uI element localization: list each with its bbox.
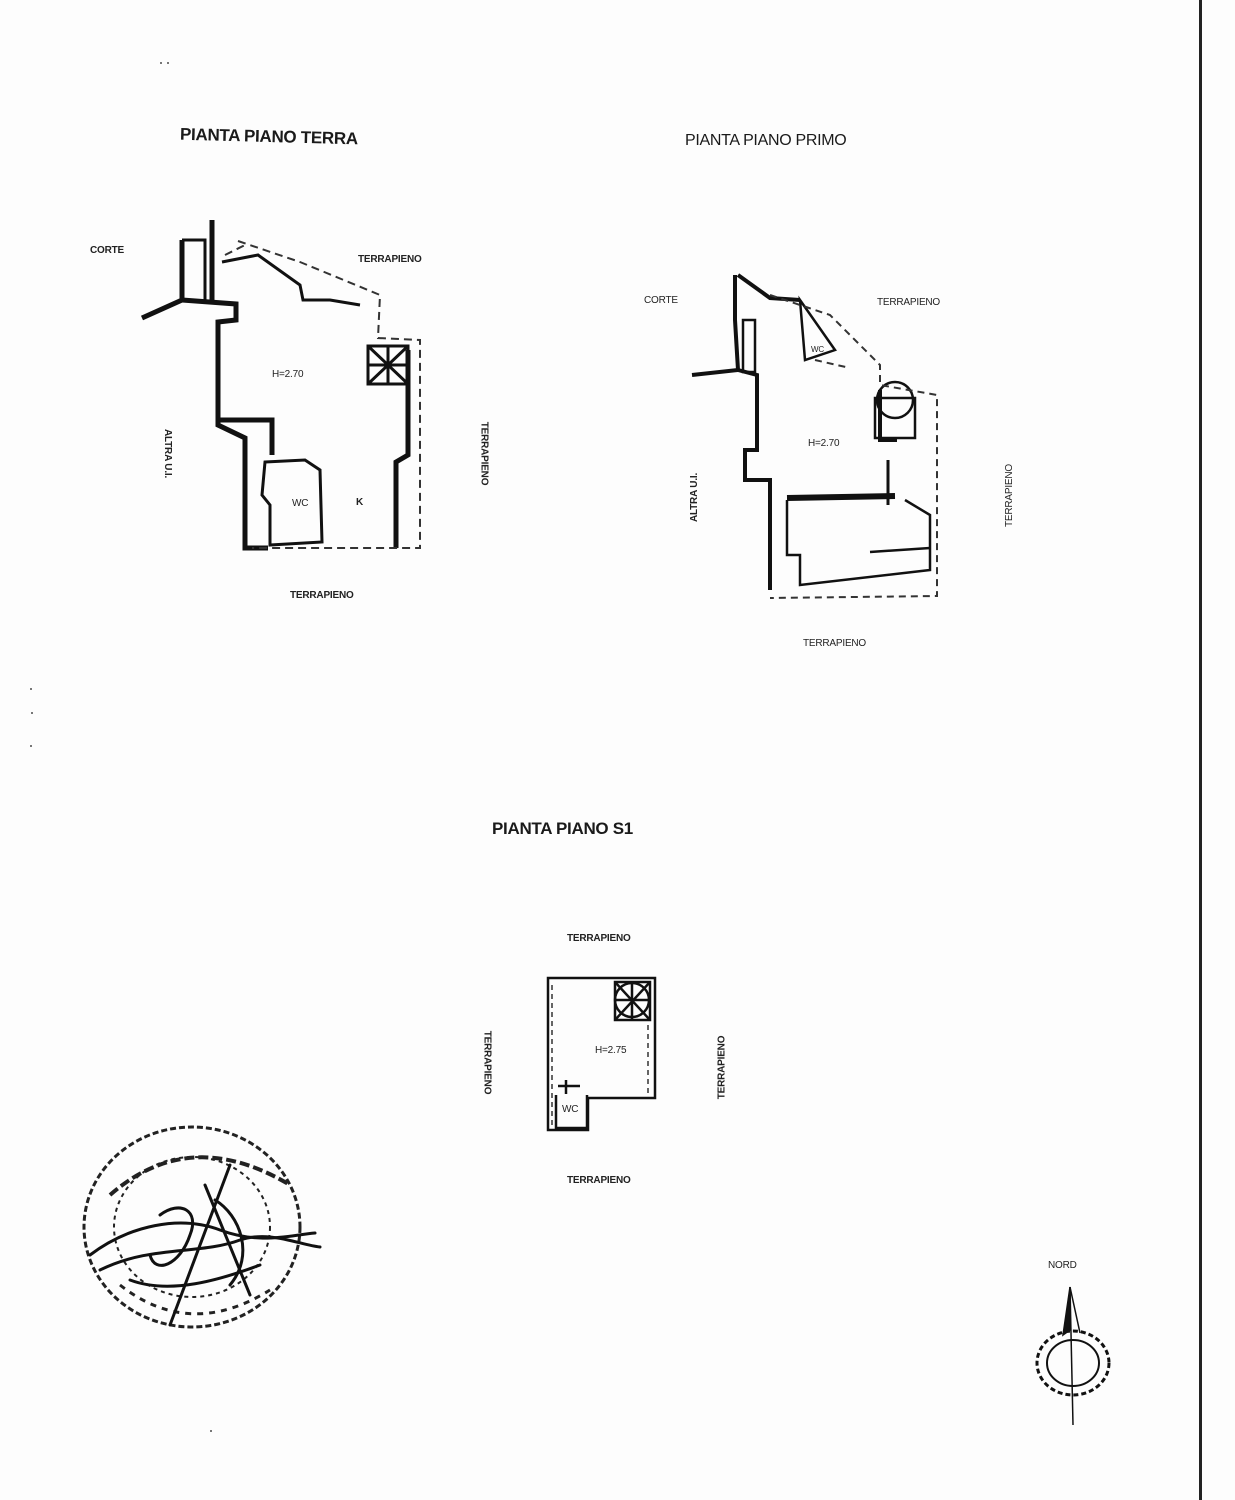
north-arrow bbox=[1035, 1286, 1111, 1426]
terra-label-terrapieno-bottom: TERRAPIENO bbox=[290, 590, 354, 601]
terra-top-room bbox=[182, 238, 207, 300]
scan-speck bbox=[167, 62, 169, 64]
primo-label-corte: CORTE bbox=[644, 295, 678, 306]
terra-label-corte: CORTE bbox=[90, 245, 125, 256]
primo-label-height: H=2.70 bbox=[808, 438, 840, 449]
primo-stair-box bbox=[873, 396, 917, 440]
north-arrow-head bbox=[1062, 1286, 1071, 1337]
primo-label-terrapieno-top: TERRAPIENO bbox=[877, 297, 941, 308]
s1-stair-spokes bbox=[614, 981, 651, 1021]
primo-wall-main bbox=[737, 368, 772, 590]
floor-plan-s1 bbox=[546, 976, 657, 1132]
s1-label-terrapieno-top: TERRAPIENO bbox=[567, 933, 631, 944]
scan-speck bbox=[31, 712, 33, 714]
s1-label-height: H=2.75 bbox=[595, 1045, 627, 1056]
terra-label-wc: WC bbox=[292, 498, 309, 509]
primo-wall-right bbox=[878, 390, 897, 442]
terra-dashed-top bbox=[237, 240, 421, 549]
primo-dashed-inner bbox=[814, 359, 851, 369]
primo-diag bbox=[798, 295, 837, 362]
scan-speck bbox=[210, 1430, 212, 1432]
s1-label-wc: WC bbox=[562, 1104, 579, 1115]
north-ring-outer bbox=[1035, 1329, 1111, 1397]
primo-label-terrapieno-right: TERRAPIENO bbox=[1004, 463, 1016, 528]
scan-speck bbox=[30, 745, 32, 747]
notary-stamp bbox=[82, 1125, 322, 1329]
primo-lower-line bbox=[869, 546, 931, 554]
primo-dashed-top bbox=[769, 294, 938, 599]
stamp-inner-ring bbox=[113, 1156, 271, 1298]
scan-speck bbox=[30, 688, 32, 690]
plan-title-primo: PIANTA PIANO PRIMO bbox=[685, 132, 847, 149]
terra-stepped bbox=[221, 253, 361, 307]
s1-label-terrapieno-left: TERRAPIENO bbox=[481, 1030, 493, 1095]
signature-mark bbox=[88, 1163, 322, 1327]
stamp-outer-ring bbox=[82, 1125, 302, 1329]
floor-plan-terra bbox=[140, 220, 421, 551]
primo-beam bbox=[786, 493, 896, 501]
plan-title-s1: PIANTA PIANO S1 bbox=[492, 819, 633, 838]
terra-label-terrapieno-top: TERRAPIENO bbox=[358, 254, 422, 265]
north-ring-inner bbox=[1046, 1339, 1100, 1387]
terra-label-k: K bbox=[356, 497, 364, 508]
terra-wall-inner bbox=[215, 322, 275, 455]
page-border bbox=[1199, 0, 1202, 1500]
primo-wall-top bbox=[736, 273, 801, 302]
north-arrow-flag bbox=[1069, 1286, 1081, 1334]
primo-label-terrapieno-bottom: TERRAPIENO bbox=[803, 638, 867, 649]
s1-label-terrapieno-bottom: TERRAPIENO bbox=[567, 1175, 631, 1186]
terra-wall-right bbox=[393, 350, 411, 548]
floor-plan-primo bbox=[691, 273, 938, 599]
s1-dashed bbox=[551, 985, 649, 1125]
primo-lower-room bbox=[785, 498, 932, 587]
terra-label-height: H=2.70 bbox=[272, 369, 304, 380]
terra-stair-spokes bbox=[366, 344, 410, 386]
terra-dashed-roof bbox=[224, 244, 246, 256]
terra-wc-room bbox=[260, 458, 324, 547]
s1-wc-door bbox=[558, 1080, 580, 1094]
s1-label-terrapieno-right: TERRAPIENO bbox=[716, 1035, 728, 1100]
north-label: NORD bbox=[1048, 1260, 1077, 1271]
stamp-text-arc bbox=[108, 1155, 292, 1197]
s1-wc bbox=[554, 1095, 589, 1130]
scan-speck bbox=[160, 62, 162, 64]
primo-label-wc: WC bbox=[811, 345, 824, 354]
primo-wall-left bbox=[691, 275, 741, 377]
primo-strip bbox=[741, 318, 757, 374]
